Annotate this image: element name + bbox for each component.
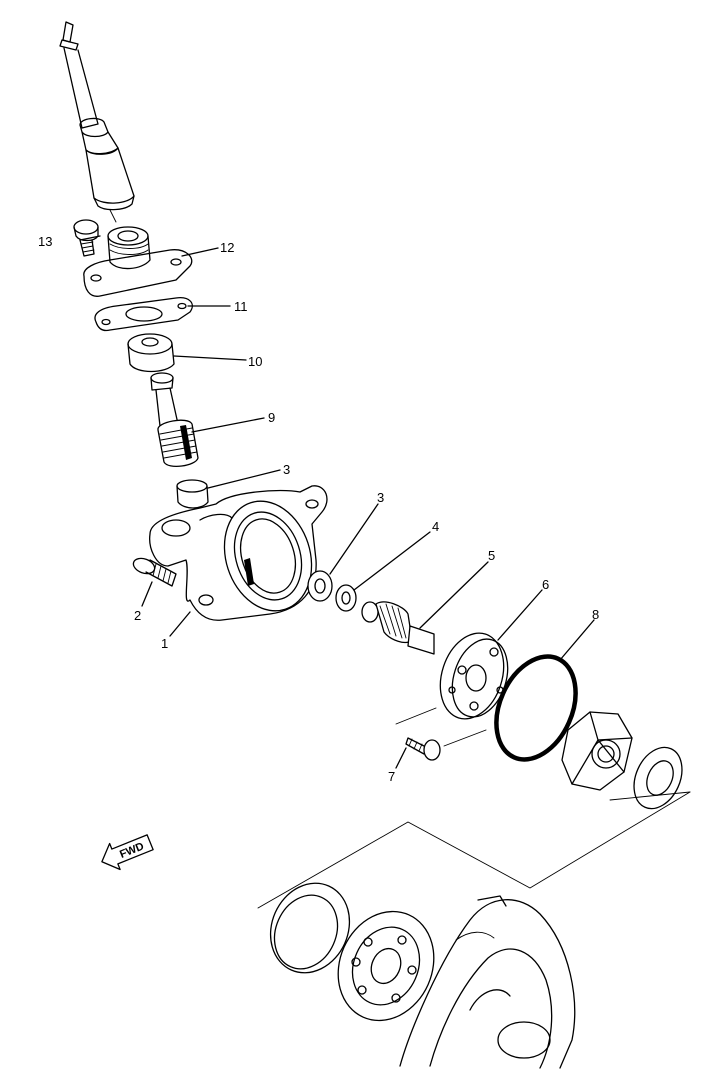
callout-11: 11 — [234, 299, 248, 314]
part-1-main-housing — [149, 485, 328, 621]
speedometer-cable — [59, 21, 135, 223]
hex-nut — [561, 711, 633, 791]
callout-5: 5 — [488, 548, 495, 563]
engine-case-outline — [269, 882, 576, 1069]
part-11-gasket — [94, 297, 193, 332]
callout-13: 13 — [38, 234, 52, 249]
callout-12: 12 — [220, 240, 234, 255]
callout-labels: 13 12 11 10 9 3 3 4 5 6 8 2 1 7 — [38, 234, 599, 784]
callout-3-upper: 3 — [283, 462, 290, 477]
callout-6: 6 — [542, 577, 549, 592]
part-3-small-bushing — [307, 570, 333, 602]
callout-7: 7 — [388, 769, 395, 784]
part-10-bushing — [127, 333, 175, 373]
reference-lines — [257, 707, 691, 909]
part-4-washer — [335, 584, 357, 612]
part-13-screw — [73, 219, 99, 257]
callout-10: 10 — [248, 354, 262, 369]
callout-3-lower: 3 — [377, 490, 384, 505]
part-7-screw — [405, 737, 441, 761]
part-9-driven-gear — [150, 372, 199, 468]
lock-washer — [633, 746, 683, 810]
part-8-o-ring — [494, 654, 578, 762]
part-3-upper-bushing — [176, 479, 209, 509]
callout-8: 8 — [592, 607, 599, 622]
callout-4: 4 — [432, 519, 439, 534]
fwd-direction-arrow: FWD — [101, 834, 154, 871]
part-6-plate — [439, 632, 509, 720]
callout-9: 9 — [268, 410, 275, 425]
leader-lines — [79, 235, 595, 769]
part-5-drive-gear — [361, 601, 435, 655]
part-12-gear-housing — [83, 226, 193, 297]
part-2-bolt — [132, 557, 177, 587]
callout-2: 2 — [134, 608, 141, 623]
callout-1: 1 — [161, 636, 168, 651]
